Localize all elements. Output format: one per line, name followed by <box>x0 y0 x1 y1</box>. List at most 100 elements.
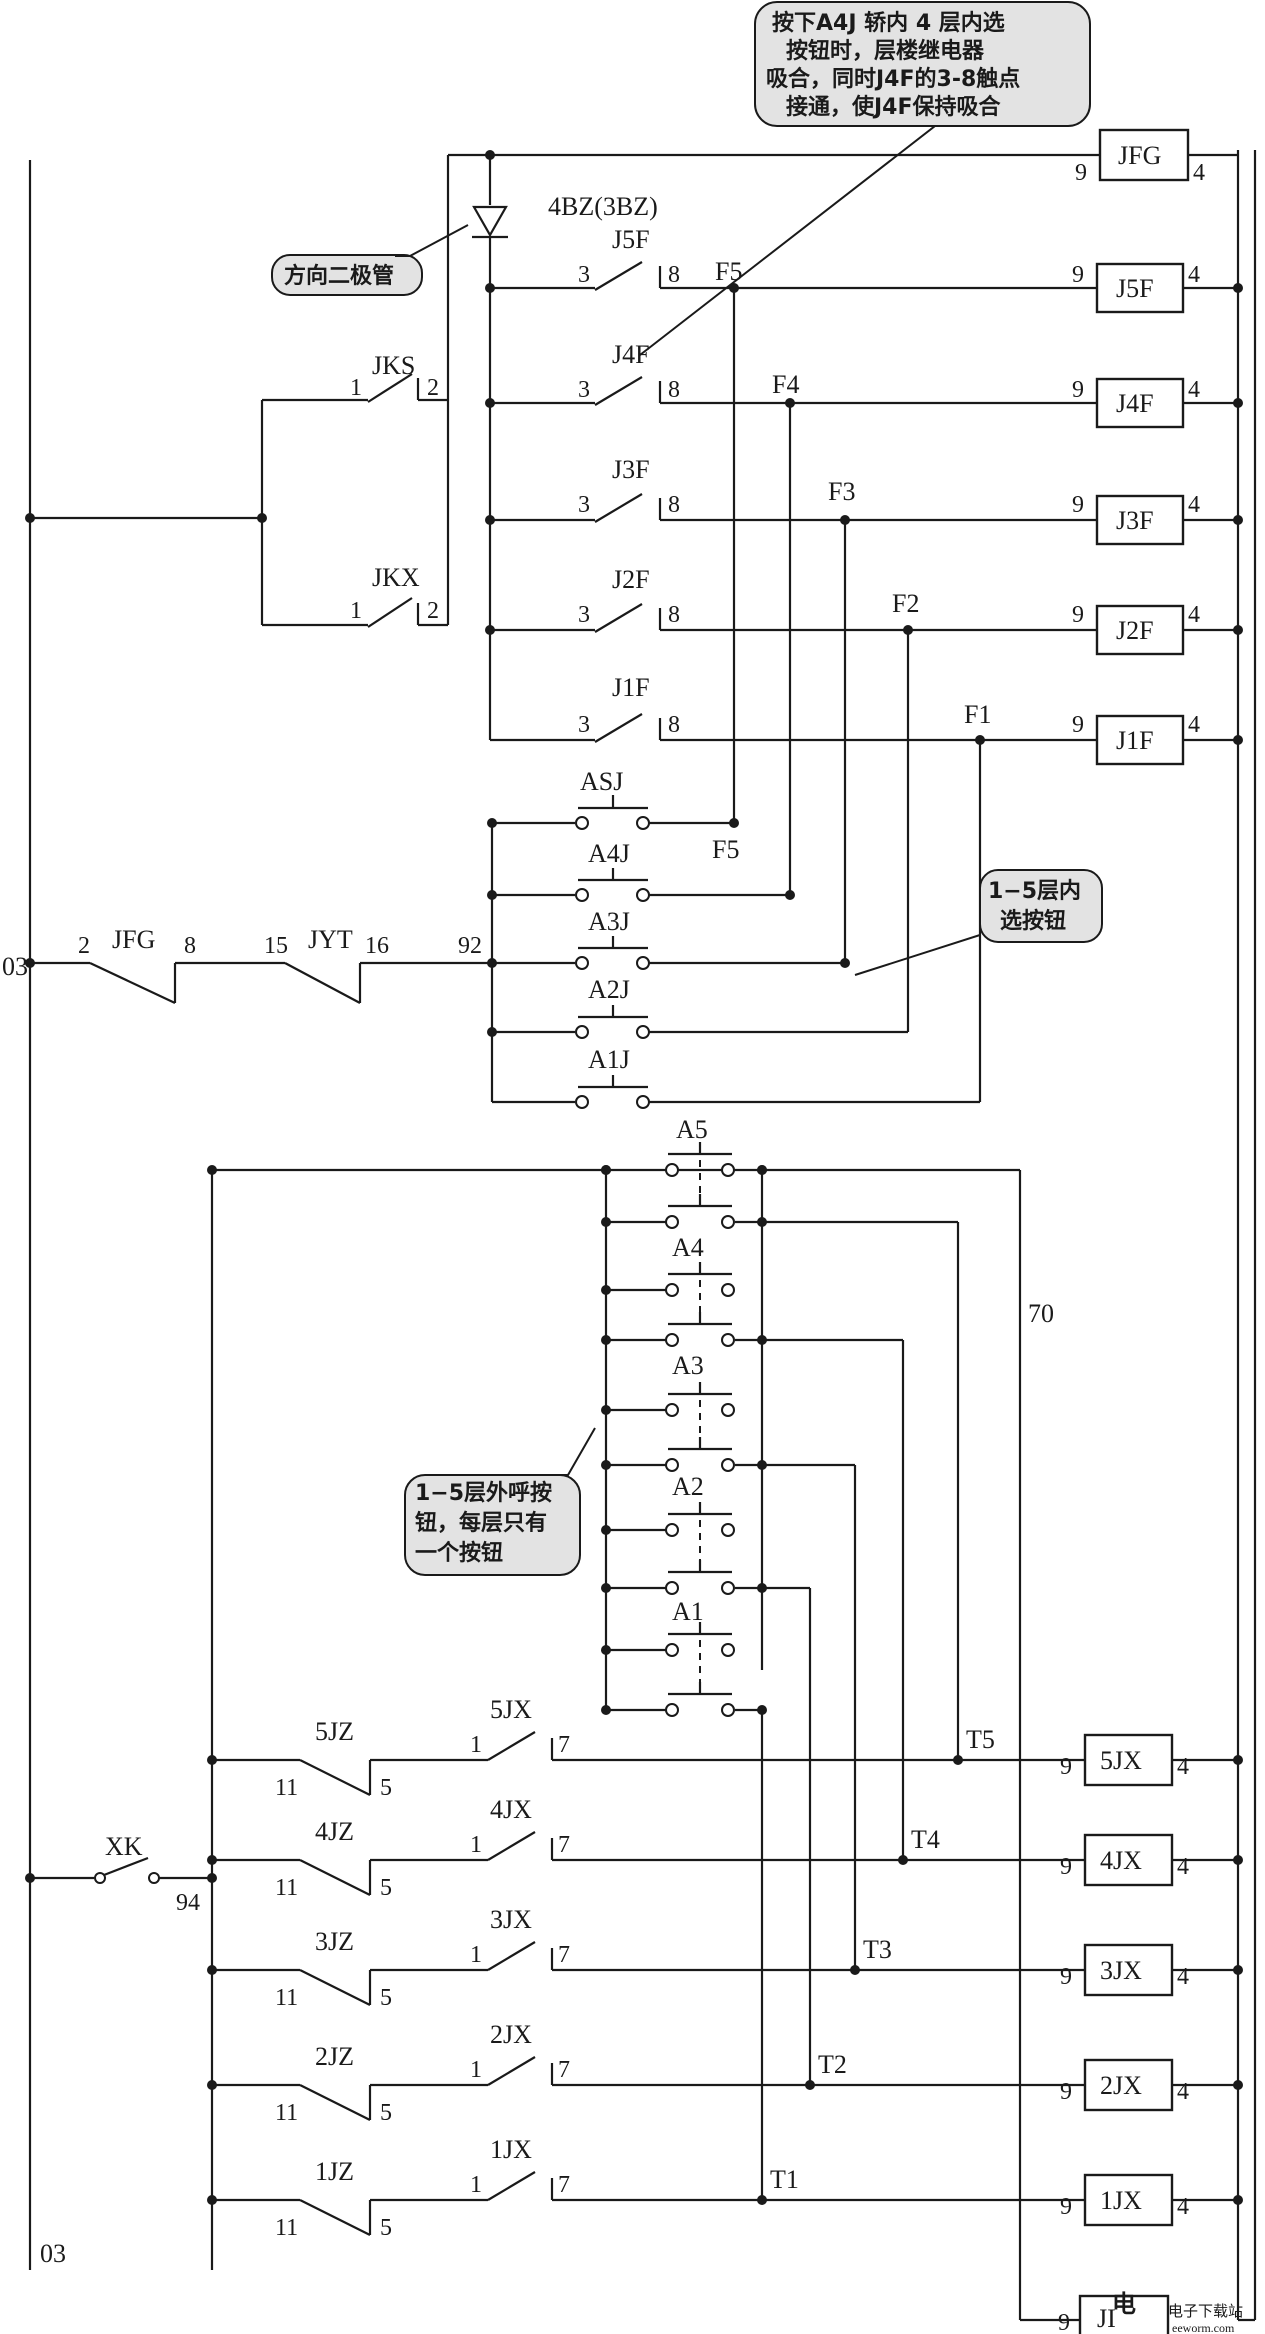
svg-text:一个按钮: 一个按钮 <box>415 1540 503 1566</box>
relay-row-j1f: J1F J1F 3 8 F1 9 4 <box>490 673 1243 1102</box>
svg-text:8: 8 <box>668 377 680 403</box>
jx-pin-b: 7 <box>558 2172 570 2198</box>
inner-select-buttons: 03 2 JFG 8 15 JYT 16 92 ASJ F5 <box>2 767 980 1109</box>
watermark-logo: 电 <box>1112 2291 1136 2318</box>
svg-text:4: 4 <box>1188 262 1200 288</box>
terminal-70: 70 <box>1028 1299 1054 1328</box>
svg-text:接通，使J4F保持吸合: 接通，使J4F保持吸合 <box>786 94 1002 120</box>
jz-label: 4JZ <box>315 1817 354 1846</box>
note-diode: 方向二极管 <box>271 224 469 296</box>
svg-text:F5: F5 <box>715 257 742 286</box>
coil-pin-a: 9 <box>1060 1964 1072 1990</box>
coil-pin-b: 4 <box>1177 2194 1189 2220</box>
outer-contact-5-2 <box>601 1682 767 1717</box>
coil-pin-b: 4 <box>1177 2079 1189 2105</box>
svg-text:3: 3 <box>578 262 590 288</box>
node-label: T1 <box>770 2165 799 2194</box>
bus-lines <box>28 150 1257 2322</box>
jx-pin-b: 7 <box>558 1832 570 1858</box>
svg-text:3: 3 <box>578 602 590 628</box>
svg-text:9: 9 <box>1072 262 1084 288</box>
svg-text:8: 8 <box>184 933 196 959</box>
jz-pin-b: 5 <box>380 2215 392 2241</box>
svg-text:4: 4 <box>1188 492 1200 518</box>
jz-label: 5JZ <box>315 1717 354 1746</box>
svg-text:J3F: J3F <box>1116 506 1154 535</box>
diode-section: 4BZ(3BZ) <box>446 150 1238 740</box>
svg-text:选按钮: 选按钮 <box>1000 908 1066 934</box>
jx-pin-a: 1 <box>470 2057 482 2083</box>
svg-text:JFG: JFG <box>1118 141 1161 170</box>
svg-text:15: 15 <box>264 933 288 959</box>
jx-label: 2JX <box>490 2020 532 2049</box>
svg-text:92: 92 <box>458 933 482 959</box>
jz-pin-b: 5 <box>380 1775 392 1801</box>
diode-label: 4BZ(3BZ) <box>548 192 658 221</box>
svg-text:9: 9 <box>1072 377 1084 403</box>
jx-label: 3JX <box>490 1905 532 1934</box>
svg-text:按下A4J 轿内 4 层内选: 按下A4J 轿内 4 层内选 <box>772 10 1005 36</box>
svg-text:A4: A4 <box>672 1233 704 1262</box>
jkx-label: JKX <box>372 563 420 592</box>
relay-row-j5f: J5F J5F 3 8 F5 9 4 <box>485 225 1243 823</box>
svg-text:J2F: J2F <box>1116 616 1154 645</box>
coil-label: 3JX <box>1100 1956 1142 1985</box>
jx-pin-b: 7 <box>558 2057 570 2083</box>
watermark-url: eeworm.com <box>1172 2321 1235 2334</box>
jz-pin-b: 5 <box>380 1875 392 1901</box>
jx-pin-a: 1 <box>470 1732 482 1758</box>
outer-contact-3-2 <box>601 1437 767 1472</box>
outer-contact-5-1 <box>601 1622 735 1657</box>
jz-pin-a: 11 <box>275 1775 298 1801</box>
coil-label: 4JX <box>1100 1846 1142 1875</box>
svg-text:4: 4 <box>1188 712 1200 738</box>
svg-text:J4F: J4F <box>612 340 650 369</box>
jz-label: 3JZ <box>315 1927 354 1956</box>
button-a1j: A1J <box>492 1045 980 1109</box>
svg-text:8: 8 <box>668 712 680 738</box>
jks-label: JKS <box>372 351 415 380</box>
jx-pin-b: 7 <box>558 1942 570 1968</box>
jks-pin-a: 1 <box>350 375 362 401</box>
jfg-coil: JFG 9 4 <box>1075 128 1205 186</box>
svg-text:J1F: J1F <box>612 673 650 702</box>
node-label: T3 <box>863 1935 892 1964</box>
svg-text:钮，每层只有: 钮，每层只有 <box>415 1510 547 1536</box>
svg-text:9: 9 <box>1072 602 1084 628</box>
svg-text:9: 9 <box>1072 712 1084 738</box>
note-outer-buttons: 1−5层外呼按 钮，每层只有 一个按钮 <box>404 1427 596 1576</box>
svg-text:1−5层内: 1−5层内 <box>988 879 1081 904</box>
svg-text:9: 9 <box>1072 492 1084 518</box>
svg-text:2: 2 <box>78 933 90 959</box>
note-top: 按下A4J 轿内 4 层内选 按钮时，层楼继电器 吸合，同时J4F的3-8触点 … <box>639 1 1091 356</box>
jx-pin-a: 1 <box>470 1942 482 1968</box>
svg-text:F4: F4 <box>772 370 799 399</box>
jkx-pin-a: 1 <box>350 598 362 624</box>
jz-pin-a: 11 <box>275 1985 298 2011</box>
svg-text:A3: A3 <box>672 1351 704 1380</box>
svg-text:94: 94 <box>176 1890 200 1916</box>
svg-text:8: 8 <box>668 602 680 628</box>
svg-text:A2: A2 <box>672 1472 704 1501</box>
outer-contact-3-1 <box>601 1382 735 1417</box>
button-asj: ASJ F5 <box>487 767 739 864</box>
svg-text:A2J: A2J <box>588 975 630 1004</box>
outer-contact-4-1 <box>601 1502 735 1537</box>
jx-pin-a: 1 <box>470 2172 482 2198</box>
coil-pin-a: 9 <box>1060 2194 1072 2220</box>
jz-pin-a: 11 <box>275 1875 298 1901</box>
svg-text:A1: A1 <box>672 1597 704 1626</box>
svg-text:方向二极管: 方向二极管 <box>284 263 394 289</box>
coil-label: 1JX <box>1100 2186 1142 2215</box>
svg-text:A4J: A4J <box>588 839 630 868</box>
terminal-03-bottom: 03 <box>40 2239 66 2268</box>
jx-label: 1JX <box>490 2135 532 2164</box>
relay-row-j4f: J4F J4F 3 8 F4 9 4 <box>485 340 1243 895</box>
svg-text:4: 4 <box>1188 602 1200 628</box>
svg-text:3: 3 <box>578 712 590 738</box>
svg-text:JYT: JYT <box>308 925 353 954</box>
